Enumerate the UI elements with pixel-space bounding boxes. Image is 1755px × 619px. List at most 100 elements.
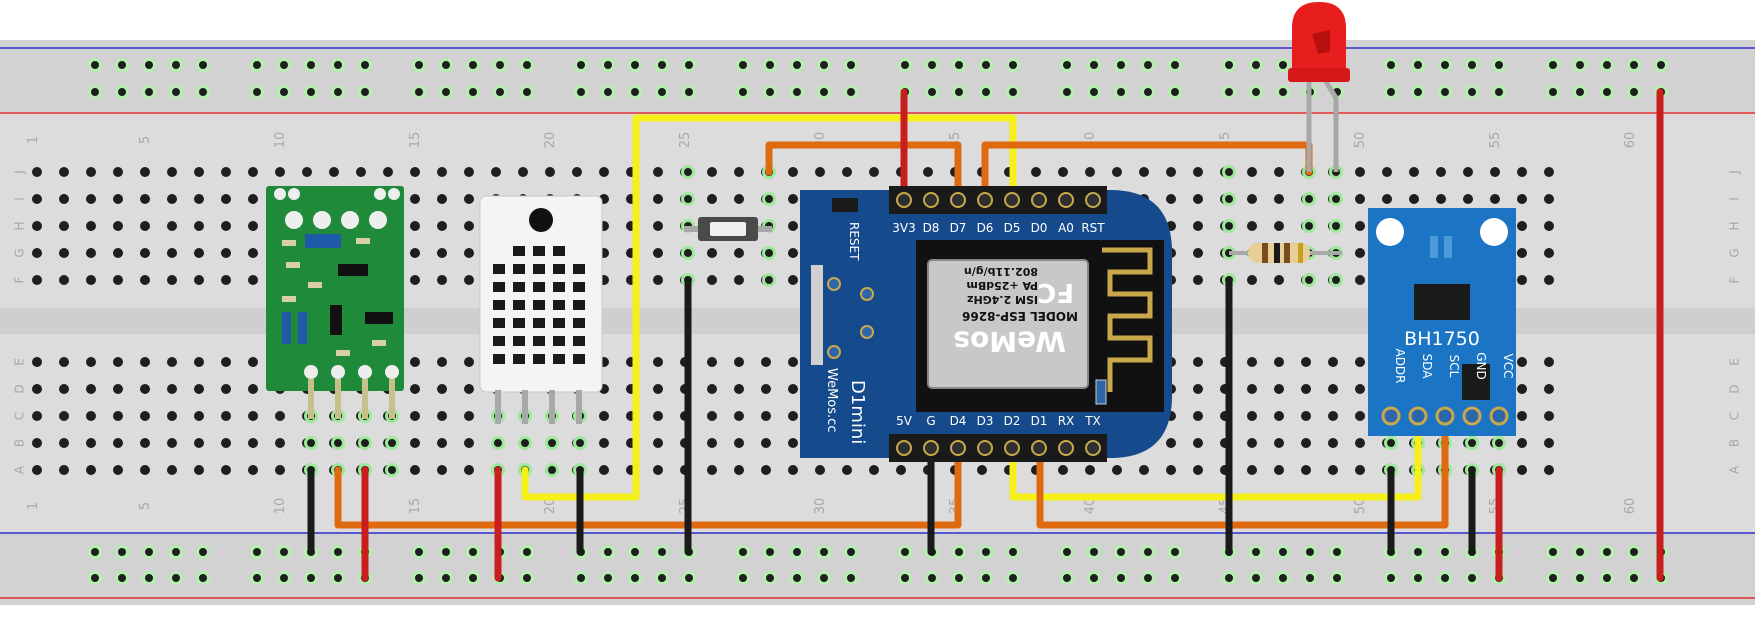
rail-hole xyxy=(739,548,747,556)
column-number-bottom: 1 xyxy=(26,502,41,510)
breadboard-hole xyxy=(464,275,474,285)
column-number-bottom: 5 xyxy=(138,502,153,510)
breadboard-hole xyxy=(1355,194,1365,204)
breadboard-hole xyxy=(1436,194,1446,204)
breadboard-hole xyxy=(464,194,474,204)
breadboard-hole xyxy=(32,411,42,421)
breadboard-hole xyxy=(1355,438,1365,448)
breadboard-hole xyxy=(194,438,204,448)
antenna-trace xyxy=(1102,247,1153,392)
breadboard-hole xyxy=(1274,221,1284,231)
wemos-top-pin-label: 3V3 xyxy=(892,221,915,235)
rail-hole xyxy=(1252,88,1260,96)
rail-hole xyxy=(523,88,531,96)
breadboard-hole xyxy=(707,411,717,421)
dht-vent-slot xyxy=(493,318,505,328)
rail-hole xyxy=(928,61,936,69)
breadboard-hole xyxy=(167,194,177,204)
wemos-bottom-pin-label: 5V xyxy=(896,414,913,428)
resistor-band xyxy=(1298,243,1303,263)
rail-hole xyxy=(1144,88,1152,96)
breadboard-hole xyxy=(1517,248,1527,258)
relay-pin xyxy=(308,379,314,419)
dht-vent-slot xyxy=(533,300,545,310)
breadboard-hole xyxy=(140,221,150,231)
rail-hole xyxy=(1009,574,1017,582)
rail-hole xyxy=(1279,61,1287,69)
rail-hole xyxy=(415,88,423,96)
breadboard-hole xyxy=(194,221,204,231)
dht-vent-slot xyxy=(493,300,505,310)
rail-hole xyxy=(118,548,126,556)
rail-hole xyxy=(1549,548,1557,556)
wemos-bottom-pin xyxy=(923,440,939,456)
column-number-top: 60 xyxy=(1623,132,1638,149)
breadboard-hole xyxy=(86,221,96,231)
wemos-top-pin xyxy=(1085,192,1101,208)
red-led xyxy=(1288,2,1350,172)
breadboard-hole xyxy=(140,248,150,258)
rail-hole xyxy=(1171,548,1179,556)
dht-vent-slot xyxy=(533,264,545,274)
rail-hole xyxy=(145,574,153,582)
rail-hole xyxy=(307,574,315,582)
connected-hole-center xyxy=(388,439,396,447)
rail-hole xyxy=(901,574,909,582)
button-cap xyxy=(710,222,746,236)
breadboard-hole xyxy=(1463,194,1473,204)
breadboard-hole xyxy=(1355,411,1365,421)
relay-chip-blue xyxy=(305,234,341,248)
rail-hole xyxy=(577,574,585,582)
breadboard-hole xyxy=(1112,167,1122,177)
relay-chip xyxy=(330,305,342,335)
rail-hole xyxy=(253,574,261,582)
rail-hole xyxy=(1468,88,1476,96)
relay-cap xyxy=(298,312,307,344)
breadboard-hole xyxy=(653,384,663,394)
breadboard-hole xyxy=(869,167,879,177)
wemos-bottom-pin-label: D2 xyxy=(1004,414,1021,428)
breadboard-hole xyxy=(86,248,96,258)
rail-hole xyxy=(685,61,693,69)
breadboard-hole xyxy=(86,438,96,448)
rail-hole xyxy=(334,61,342,69)
breadboard-hole xyxy=(815,465,825,475)
wemos-top-pin xyxy=(1031,192,1047,208)
breadboard-hole xyxy=(653,438,663,448)
connected-hole-center xyxy=(1225,168,1233,176)
wemos-edge xyxy=(800,190,812,458)
rail-hole xyxy=(469,88,477,96)
breadboard-hole xyxy=(1193,275,1203,285)
rail-hole xyxy=(847,574,855,582)
rail-hole xyxy=(1468,574,1476,582)
breadboard-hole xyxy=(1274,411,1284,421)
rail-hole xyxy=(1306,548,1314,556)
rail-hole xyxy=(955,88,963,96)
connected-hole-center xyxy=(388,466,396,474)
wemos-bottom-pin-label: RX xyxy=(1058,414,1075,428)
wemos-top-pin-label: D8 xyxy=(923,221,940,235)
resistor-band xyxy=(1284,243,1290,263)
breadboard-hole xyxy=(140,275,150,285)
dht-vent-slot xyxy=(553,354,565,364)
wemos-bottom-pin xyxy=(896,440,912,456)
rail-hole xyxy=(793,548,801,556)
breadboard-hole xyxy=(1301,465,1311,475)
connected-hole-center xyxy=(684,195,692,203)
breadboard-hole xyxy=(167,221,177,231)
rail-hole xyxy=(469,548,477,556)
rail-hole xyxy=(145,61,153,69)
breadboard-hole xyxy=(1166,167,1176,177)
bh1750-pin-label: SDA xyxy=(1420,354,1434,380)
dht-vent-slot xyxy=(513,336,525,346)
breadboard-hole xyxy=(59,384,69,394)
breadboard-hole xyxy=(761,465,771,475)
row-letter: I xyxy=(1728,197,1742,201)
breadboard-hole xyxy=(1301,411,1311,421)
led-die xyxy=(1312,30,1330,54)
connected-hole-center xyxy=(1305,222,1313,230)
relay-pin-pad xyxy=(331,365,345,379)
bh1750-pin-label: VCC xyxy=(1501,354,1515,379)
connected-hole-center xyxy=(576,439,584,447)
connected-hole-center xyxy=(684,168,692,176)
